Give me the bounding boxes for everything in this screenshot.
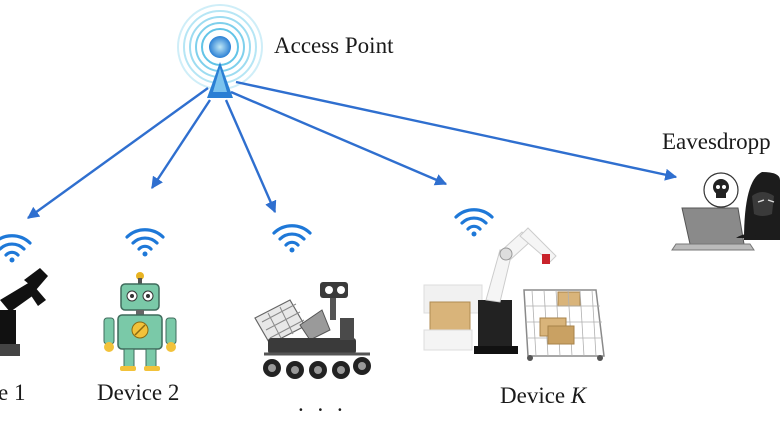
device-k-prefix: Device xyxy=(500,383,571,408)
wifi-icon xyxy=(272,224,312,253)
arrow-to-eavesdropper xyxy=(235,80,678,181)
arrow-to-device-1 xyxy=(27,87,209,219)
device-1-label: e 1 xyxy=(0,380,26,405)
access-point-label: Access Point xyxy=(274,33,394,58)
device-k-variable: K xyxy=(570,383,587,408)
device-k-label: Device K xyxy=(500,384,586,407)
robotic-arm-icon xyxy=(0,268,48,356)
eavesdropper-label: Eavesdropp xyxy=(662,129,771,154)
wifi-icon xyxy=(454,208,494,237)
transmission-arrows xyxy=(27,80,678,219)
wifi-icon xyxy=(0,234,32,263)
hacker-laptop-icon xyxy=(671,172,780,251)
arrow-to-device-k xyxy=(230,90,448,186)
humanoid-robot-icon xyxy=(103,272,177,371)
wifi-icon xyxy=(125,228,165,257)
rover-robot-icon xyxy=(254,282,371,379)
device-2-label: Device 2 xyxy=(97,380,180,405)
arrow-to-device-2 xyxy=(150,99,212,190)
ellipsis-label: . . . xyxy=(298,391,347,416)
warehouse-robot-arm-icon xyxy=(423,227,605,361)
access-point-antenna-icon xyxy=(177,4,263,98)
arrow-to-device-3 xyxy=(224,99,277,214)
